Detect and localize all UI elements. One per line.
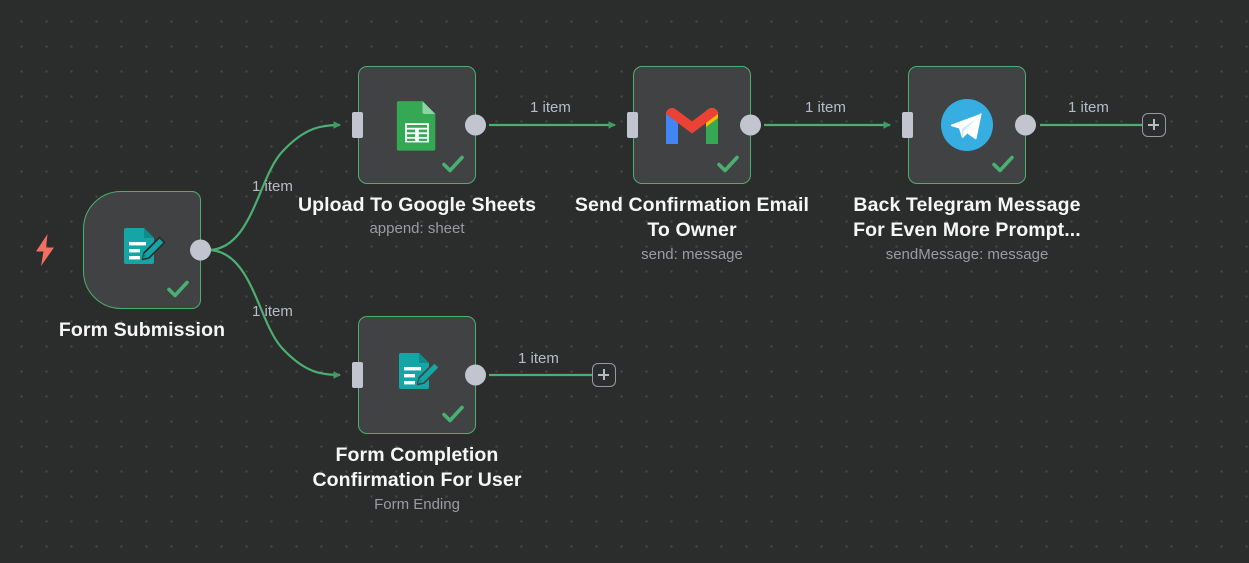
edge-label-trigger-to-form-completion: 1 item — [252, 303, 293, 320]
node-label-send-confirmation-email-to-owner: Send Confirmation Email To Owner — [574, 194, 810, 241]
edge-label-form-completion-to-add: 1 item — [518, 350, 559, 367]
lightning-bolt-icon — [32, 234, 58, 266]
status-success-check-icon — [440, 401, 466, 427]
output-port-gmail[interactable] — [740, 114, 761, 136]
input-port-form-completion[interactable] — [352, 362, 363, 388]
input-port-gmail[interactable] — [627, 112, 638, 138]
form-edit-icon — [388, 346, 446, 404]
node-back-telegram-message[interactable]: Back Telegram Message For Even More Prom… — [853, 66, 1081, 263]
edge-label-sheets-to-gmail: 1 item — [530, 99, 571, 116]
add-node-button-top[interactable] — [1142, 113, 1166, 137]
node-sublabel-back-telegram-message: sendMessage: message — [885, 246, 1049, 263]
node-send-confirmation-email-to-owner[interactable]: Send Confirmation Email To Owner send: m… — [575, 66, 809, 263]
node-sublabel-upload-to-google-sheets: append: sheet — [369, 220, 465, 237]
input-port-telegram[interactable] — [902, 112, 913, 138]
edge-label-trigger-to-sheets: 1 item — [252, 178, 293, 195]
status-success-check-icon — [990, 151, 1016, 177]
google-sheets-icon — [388, 96, 446, 154]
output-port-form-submission[interactable] — [190, 239, 211, 261]
node-sublabel-send-confirmation-email-to-owner: send: message — [641, 246, 743, 263]
node-label-upload-to-google-sheets: Upload To Google Sheets — [297, 194, 537, 216]
output-port-google-sheets[interactable] — [465, 114, 486, 136]
node-label-form-completion-confirmation-for-user: Form Completion Confirmation For User — [312, 444, 522, 491]
input-port-google-sheets[interactable] — [352, 112, 363, 138]
telegram-icon — [938, 96, 996, 154]
gmail-icon — [663, 96, 721, 154]
output-port-form-completion[interactable] — [465, 364, 486, 386]
node-upload-to-google-sheets[interactable]: Upload To Google Sheets append: sheet — [298, 66, 536, 237]
form-edit-icon — [113, 221, 171, 279]
status-success-check-icon — [715, 151, 741, 177]
edge-label-gmail-to-telegram: 1 item — [805, 99, 846, 116]
node-label-back-telegram-message: Back Telegram Message For Even More Prom… — [853, 194, 1081, 241]
node-sublabel-form-completion-confirmation-for-user: Form Ending — [374, 496, 460, 513]
node-form-submission[interactable]: Form Submission — [36, 191, 225, 341]
node-label-form-submission: Form Submission — [58, 319, 226, 341]
add-node-button-bottom[interactable] — [592, 363, 616, 387]
node-form-completion-confirmation-for-user[interactable]: Form Completion Confirmation For User Fo… — [312, 316, 521, 513]
output-port-telegram[interactable] — [1015, 114, 1036, 136]
status-success-check-icon — [440, 151, 466, 177]
status-success-check-icon — [165, 276, 191, 302]
edge-label-telegram-to-add: 1 item — [1068, 99, 1109, 116]
